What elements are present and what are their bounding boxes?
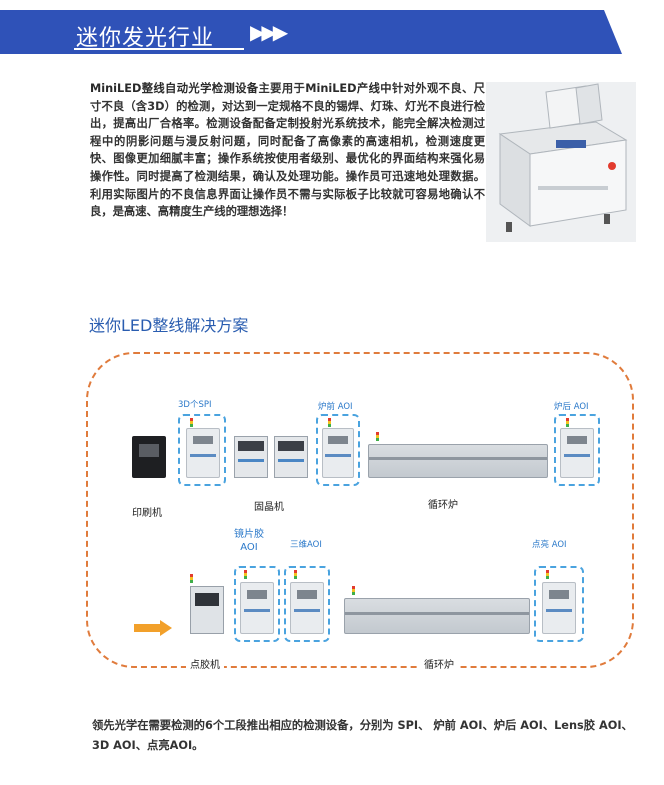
reflow-oven-1 — [368, 444, 548, 478]
light-aoi-label: 点亮 AOI — [532, 540, 567, 550]
spi-box — [178, 414, 226, 486]
aoi-3d-label: 三维AOI — [290, 540, 322, 550]
die-bonder-label: 固晶机 — [254, 502, 284, 513]
pre-oven-aoi-label: 炉前 AOI — [318, 402, 353, 412]
lens-aoi-label: 镜片胶 AOI — [234, 528, 264, 554]
production-line-diagram: 3D个SPI 炉前 AOI 炉后 AOI 印刷机 固晶机 循环炉 镜片胶 AOI… — [86, 352, 634, 682]
footer-paragraph: 领先光学在需要检测的6个工段推出相应的检测设备，分别为 SPI、 炉前 AOI、… — [92, 719, 633, 752]
die-bonder-1 — [234, 436, 268, 478]
lens-aoi-box — [234, 566, 280, 642]
light-aoi-lamp — [546, 570, 549, 579]
intro-product-line: MiniLED产线中 — [305, 82, 392, 95]
die-bonder-2 — [274, 436, 308, 478]
lens-aoi-label-line1: 镜片胶 — [234, 529, 264, 540]
machine-illustration — [498, 83, 628, 232]
dispenser-machine — [190, 586, 224, 634]
banner-underline — [74, 48, 244, 50]
post-oven-aoi-lamp — [566, 418, 569, 427]
intro-lead: MiniLED整线自动光学检测设备 — [90, 82, 259, 95]
pre-oven-aoi-lamp — [328, 418, 331, 427]
section-subtitle: 迷你LED整线解决方案 — [89, 316, 249, 335]
aoi-3d-box — [284, 566, 330, 642]
intro-paragraph: MiniLED整线自动光学检测设备主要用于MiniLED产线中针对外观不良、尺寸… — [90, 80, 485, 221]
pre-oven-aoi-box — [316, 414, 360, 486]
oven-label-row2: 循环炉 — [420, 656, 458, 671]
spi-label: 3D个SPI — [178, 400, 212, 410]
aoi-3d-machine — [290, 582, 324, 634]
intro-body: 针对外观不良、尺寸不良（含3D）的检测，对达到一定规格不良的锡焊、灯珠、灯光不良… — [90, 82, 485, 219]
diagram-dashed-border — [86, 352, 634, 668]
post-oven-aoi-label: 炉后 AOI — [554, 402, 589, 412]
arrow-right-icon — [134, 620, 172, 636]
printer-label: 印刷机 — [132, 508, 162, 519]
oven-lamp-1 — [376, 432, 379, 441]
light-aoi-box — [534, 566, 584, 642]
spi-machine — [186, 428, 220, 478]
light-aoi-machine — [542, 582, 576, 634]
pre-oven-aoi-machine — [322, 428, 354, 478]
dispenser-label: 点胶机 — [186, 656, 224, 671]
lens-aoi-machine — [240, 582, 274, 634]
lens-aoi-label-line2: AOI — [240, 542, 258, 553]
printer-machine — [132, 436, 166, 478]
header-banner: 迷你发光行业 ▶▶▶ — [0, 10, 622, 54]
oven-lamp-2 — [352, 586, 355, 595]
aoi-3d-lamp — [294, 570, 297, 579]
reflow-oven-2 — [344, 598, 530, 634]
post-oven-aoi-box — [554, 414, 600, 486]
aoi-machine-image — [486, 82, 636, 242]
banner-title: 迷你发光行业 — [76, 26, 215, 51]
chevrons-icon: ▶▶▶ — [250, 20, 288, 44]
lens-aoi-lamp — [244, 570, 247, 579]
dispenser-lamp — [190, 574, 193, 583]
oven-label-row1: 循环炉 — [428, 500, 458, 511]
spi-status-lamp — [190, 418, 193, 427]
banner-background — [0, 10, 622, 54]
intro-part1: 主要用于 — [258, 82, 306, 95]
post-oven-aoi-machine — [560, 428, 594, 478]
